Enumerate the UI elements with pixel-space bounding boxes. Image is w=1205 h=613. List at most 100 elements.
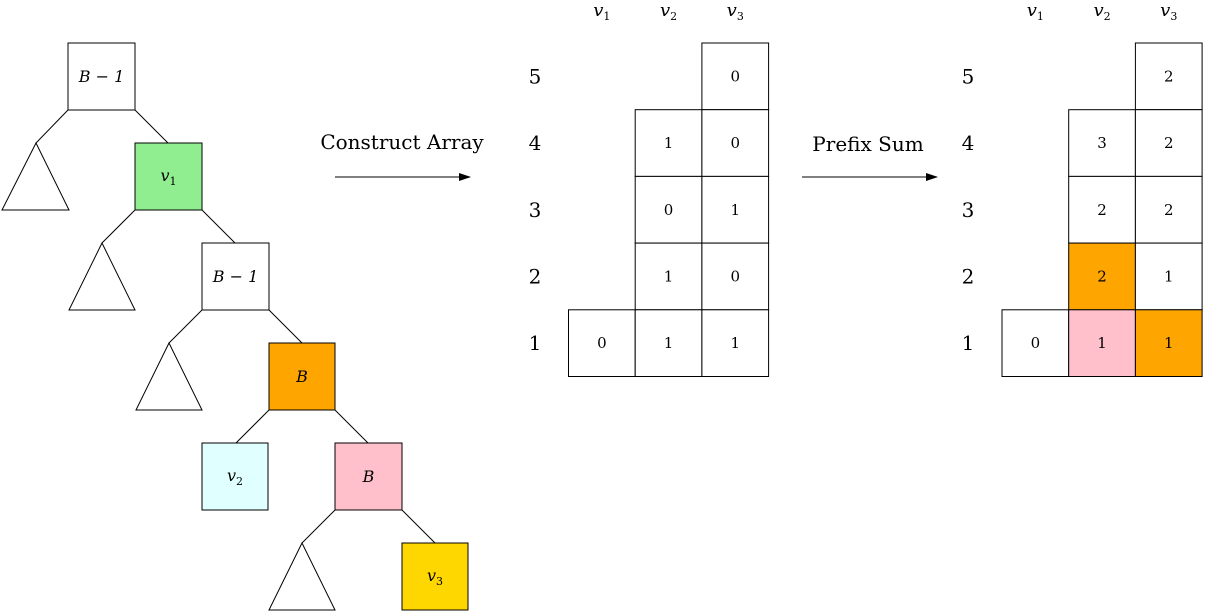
tree-node-v2: v2 xyxy=(201,442,269,511)
array2-col-label-3: v3 xyxy=(1160,0,1177,23)
array1-cell-box xyxy=(701,42,770,111)
tree-node-b-orange-box xyxy=(268,342,336,411)
array2-cell-value: 2 xyxy=(1164,67,1174,85)
tree-node-b-orange-label: B xyxy=(295,367,308,386)
tree-node-v1-label: v1 xyxy=(160,166,176,188)
tree-nodes: B − 1 v1 B − 1 B v2 B v3 xyxy=(67,42,469,611)
array1-cell-box xyxy=(701,242,770,311)
subtree-triangle-1 xyxy=(1,141,70,211)
tree-node-mid-label: B − 1 xyxy=(212,267,259,286)
array1-col-label-2: v2 xyxy=(660,0,677,23)
array1-row-label-1: 1 xyxy=(529,331,542,355)
edge-borange-v2 xyxy=(235,409,270,444)
prefix-sum-label: Prefix Sum xyxy=(812,132,923,156)
array1-col-label-3: v3 xyxy=(727,0,744,23)
edge-bpink-left xyxy=(301,509,336,544)
array1-cell-box xyxy=(701,109,770,177)
edge-root-left xyxy=(35,109,69,144)
array1-cell-box xyxy=(568,309,636,377)
tree-node-b-pink-label: B xyxy=(362,467,375,486)
array1-row-label-5: 5 xyxy=(529,64,542,88)
tree-node-b-orange: B xyxy=(268,342,336,411)
array1-cell-value: 1 xyxy=(664,134,674,152)
array2-cell-r1-c2: 1 xyxy=(1068,309,1136,377)
array2-cell-box xyxy=(1134,109,1203,177)
edge-v1-mid xyxy=(201,209,236,244)
prefix-sum-arrow-group: Prefix Sum xyxy=(802,132,938,181)
tree-node-root-label: B − 1 xyxy=(78,67,125,86)
array1-cell-r4-c2: 1 xyxy=(634,109,703,177)
array2-cell-box xyxy=(1068,109,1136,177)
subtree-triangle-3 xyxy=(135,341,203,411)
array2-col-label-1: v1 xyxy=(1027,0,1044,23)
array1-cell-r3-c3: 1 xyxy=(701,175,770,244)
tree-edges xyxy=(35,109,436,544)
array1-col-label-1: v1 xyxy=(593,0,610,23)
array2-cell-box xyxy=(1001,309,1070,377)
array1-cell-value: 1 xyxy=(664,267,674,285)
array2-cell-value: 0 xyxy=(1031,334,1041,352)
array2-cell-value: 2 xyxy=(1097,267,1107,285)
tree-node-v3-box xyxy=(401,542,469,611)
array1-cell-value: 1 xyxy=(664,334,674,352)
array1-cell-value: 0 xyxy=(730,267,740,285)
array2-cell-value: 2 xyxy=(1164,201,1174,219)
array1-cell-r3-c2: 0 xyxy=(634,175,703,244)
edge-v1-left xyxy=(101,209,136,244)
edge-bpink-v3 xyxy=(401,509,436,544)
array1-row-label-2: 2 xyxy=(529,264,542,288)
array2-cell-box xyxy=(1068,242,1136,311)
array1-cell-box xyxy=(701,309,770,377)
edge-root-v1 xyxy=(134,109,169,144)
array2-row-label-2: 2 xyxy=(962,264,975,288)
construct-array-arrow-group: Construct Array xyxy=(320,130,484,181)
tree-node-v1-box xyxy=(134,142,203,211)
array2-cell-box xyxy=(1068,175,1136,244)
array2-cell-r3-c2: 2 xyxy=(1068,175,1136,244)
array2-row-label-3: 3 xyxy=(962,198,975,222)
array2-cell-value: 2 xyxy=(1164,134,1174,152)
array1-cell-r1-c3: 1 xyxy=(701,309,770,377)
array1-cell-value: 1 xyxy=(730,201,740,219)
subtree-triangle-2 xyxy=(68,241,136,311)
array1-cell-value: 0 xyxy=(597,334,607,352)
tree-node-root-box xyxy=(67,42,136,111)
array1-cell-box xyxy=(701,175,770,244)
array2-row-label-4: 4 xyxy=(962,131,975,155)
array1-cell-r2-c2: 1 xyxy=(634,242,703,311)
array2-cell-box xyxy=(1134,42,1203,111)
array2-cell-box xyxy=(1134,242,1203,311)
array1-row-label-3: 3 xyxy=(529,198,542,222)
array2-cell-r3-c3: 2 xyxy=(1134,175,1203,244)
tree-node-b-pink: B xyxy=(334,442,403,511)
tree-node-b-pink-box xyxy=(334,442,403,511)
array2-cell-value: 1 xyxy=(1164,334,1174,352)
array2-cell-r4-c2: 3 xyxy=(1068,109,1136,177)
array1-cell-box xyxy=(634,309,703,377)
array1-cell-r4-c3: 0 xyxy=(701,109,770,177)
array1-cell-value: 1 xyxy=(730,334,740,352)
subtree-triangles xyxy=(1,141,336,611)
tree-node-v1: v1 xyxy=(134,142,203,211)
construct-array-label: Construct Array xyxy=(320,130,484,154)
array1-row-label-4: 4 xyxy=(529,131,542,155)
array2-row-label-5: 5 xyxy=(962,64,975,88)
array2-cell-box xyxy=(1134,175,1203,244)
array2-cell-r1-c1: 0 xyxy=(1001,309,1070,377)
tree-node-v3: v3 xyxy=(401,542,469,611)
tree-node-mid-box xyxy=(201,242,270,311)
array1-cell-r5-c3: 0 xyxy=(701,42,770,111)
array2-cell-r5-c3: 2 xyxy=(1134,42,1203,111)
edge-mid-borange xyxy=(268,309,303,344)
array2-col-label-2: v2 xyxy=(1093,0,1110,23)
array2-row-label-1: 1 xyxy=(962,331,975,355)
array1-cell-box xyxy=(634,175,703,244)
array2-cell-r2-c3: 1 xyxy=(1134,242,1203,311)
tree-node-v2-label: v2 xyxy=(227,466,243,488)
array1-cell-r1-c2: 1 xyxy=(634,309,703,377)
array2-cell-r2-c2: 2 xyxy=(1068,242,1136,311)
array2-cell-r4-c3: 2 xyxy=(1134,109,1203,177)
